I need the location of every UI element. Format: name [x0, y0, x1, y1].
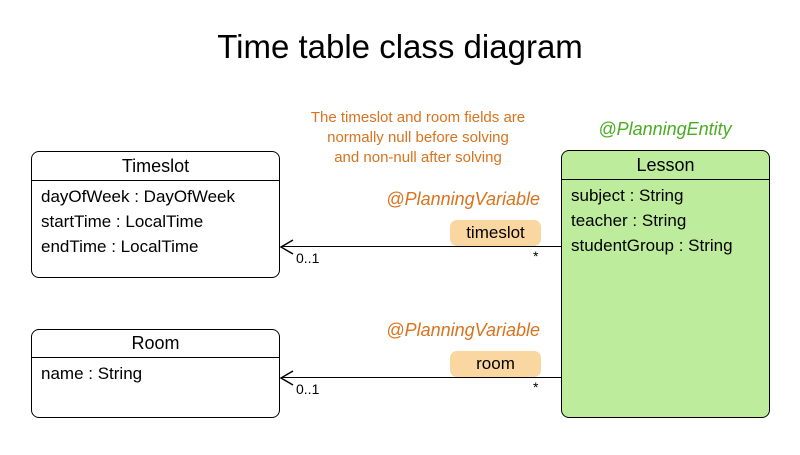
planning-variable-annotation-timeslot: @PlanningVariable — [386, 189, 540, 209]
note-line: The timeslot and room fields are — [310, 109, 526, 126]
variable-badge-timeslot: timeslot — [450, 220, 541, 246]
class-title-timeslot: Timeslot — [32, 152, 279, 181]
multiplicity-timeslot-target: 0..1 — [296, 250, 320, 266]
field-dayofweek: dayOfWeek : DayOfWeek — [41, 187, 235, 206]
class-box-lesson: Lesson subject : String teacher : String… — [561, 150, 770, 418]
multiplicity-room-source: * — [533, 379, 539, 395]
open-arrowhead-icon — [280, 370, 294, 386]
field-starttime: startTime : LocalTime — [41, 212, 204, 231]
class-fields-timeslot: dayOfWeek : DayOfWeek startTime : LocalT… — [32, 181, 279, 259]
field-name: name : String — [41, 364, 143, 383]
field-teacher: teacher : String — [571, 211, 687, 230]
field-subject: subject : String — [571, 186, 684, 205]
multiplicity-room-target: 0..1 — [296, 381, 320, 397]
class-title-lesson: Lesson — [562, 151, 769, 180]
planning-variable-annotation-room: @PlanningVariable — [386, 320, 540, 340]
diagram-title: Time table class diagram — [217, 28, 583, 65]
class-title-room: Room — [32, 330, 279, 358]
variable-badge-room: room — [450, 351, 541, 377]
association-line-room — [282, 377, 562, 378]
open-arrowhead-icon — [280, 239, 294, 255]
class-box-timeslot: Timeslot dayOfWeek : DayOfWeek startTime… — [31, 151, 280, 278]
multiplicity-timeslot-source: * — [533, 248, 539, 264]
class-fields-lesson: subject : String teacher : String studen… — [562, 180, 769, 258]
class-box-room: Room name : String — [31, 329, 280, 418]
field-endtime: endTime : LocalTime — [41, 237, 199, 256]
planning-entity-annotation: @PlanningEntity — [598, 119, 732, 139]
association-line-timeslot — [282, 246, 562, 247]
class-fields-room: name : String — [32, 358, 279, 386]
note-line: and non-null after solving — [334, 149, 502, 166]
solving-note: The timeslot and room fields are normall… — [293, 108, 543, 168]
note-line: normally null before solving — [327, 129, 509, 146]
field-studentgroup: studentGroup : String — [571, 236, 733, 255]
